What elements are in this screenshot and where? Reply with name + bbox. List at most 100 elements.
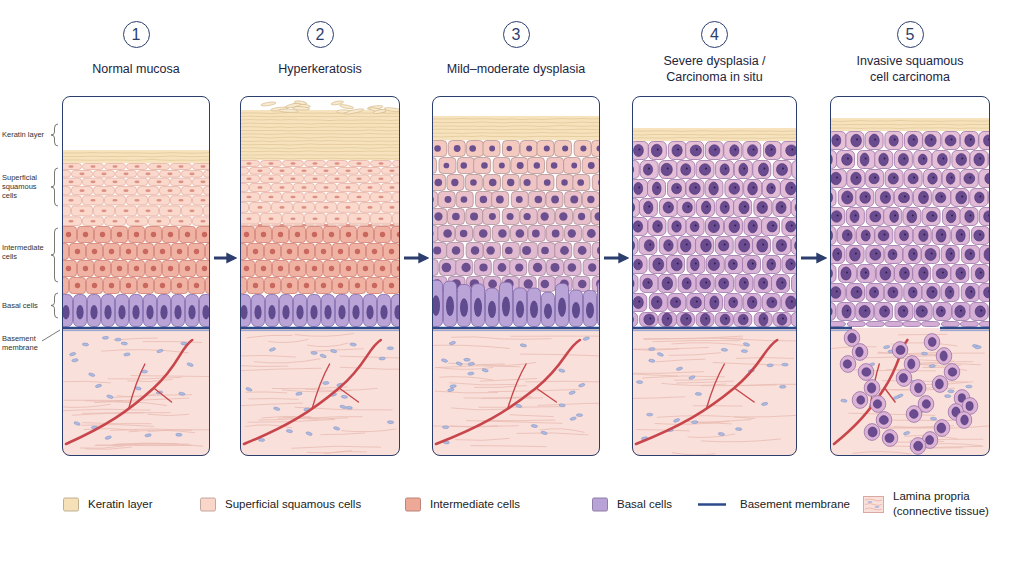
stromal-nucleus bbox=[695, 392, 702, 395]
nucleolus bbox=[744, 206, 746, 208]
collagen-fiber bbox=[62, 409, 151, 411]
atypical-cell bbox=[904, 132, 922, 150]
dysplastic-cell bbox=[582, 158, 599, 174]
stromal-nucleus bbox=[735, 427, 742, 430]
cell-nucleus bbox=[123, 173, 128, 176]
collagen-fiber bbox=[691, 420, 751, 423]
invasive-cell bbox=[910, 380, 926, 397]
atypical-nucleus bbox=[544, 179, 551, 186]
dysplastic-cell bbox=[583, 260, 600, 276]
atypical-nucleus bbox=[663, 202, 673, 213]
cell-nucleus bbox=[378, 196, 383, 199]
basal-nucleus bbox=[530, 301, 538, 318]
intermediate-cell bbox=[290, 227, 306, 243]
superficial-cell bbox=[294, 168, 315, 175]
superficial-cell bbox=[393, 213, 401, 224]
atypical-nucleus bbox=[907, 210, 917, 223]
atypical-cell bbox=[773, 161, 791, 179]
cell-nucleus bbox=[134, 181, 139, 184]
atypical-nucleus bbox=[739, 201, 749, 214]
cell-nucleus bbox=[160, 249, 165, 254]
callout-number: 4 bbox=[701, 21, 728, 48]
nucleolus bbox=[941, 196, 943, 198]
stromal-nucleus bbox=[176, 433, 182, 436]
atypical-nucleus bbox=[499, 163, 505, 169]
atypical-cell bbox=[772, 275, 790, 293]
flow-arrow bbox=[214, 257, 234, 260]
layer-label: Keratin layer bbox=[2, 130, 49, 139]
atypical-nucleus bbox=[568, 229, 576, 237]
superficial-cell bbox=[382, 202, 401, 212]
nucleolus bbox=[649, 318, 651, 320]
keratin-lamella bbox=[240, 150, 400, 152]
atypical-nucleus bbox=[888, 249, 897, 259]
panel-heading: 1Normal mucosa bbox=[51, 21, 221, 86]
atypical-nucleus bbox=[479, 263, 487, 271]
atypical-nucleus bbox=[889, 135, 898, 146]
superficial-cell bbox=[360, 168, 381, 175]
atypical-nucleus bbox=[653, 258, 664, 271]
intermediate-cell bbox=[163, 227, 179, 243]
atypical-nucleus bbox=[841, 267, 851, 280]
stromal-nucleus bbox=[576, 414, 582, 417]
atypical-nucleus bbox=[739, 277, 748, 289]
intermediate-cell bbox=[138, 244, 154, 260]
cell-nucleus bbox=[200, 181, 205, 184]
nucleolus bbox=[677, 149, 679, 151]
cell-nucleus bbox=[151, 232, 156, 237]
basal-cell bbox=[200, 295, 211, 327]
nucleolus bbox=[856, 139, 858, 141]
atypical-nucleus bbox=[946, 173, 955, 185]
collagen-fiber bbox=[464, 397, 543, 398]
basal-nucleus bbox=[338, 305, 345, 320]
invasive-cell bbox=[882, 430, 898, 447]
atypical-cell bbox=[830, 132, 846, 150]
cell-nucleus bbox=[68, 220, 73, 223]
basal-cell bbox=[472, 284, 485, 327]
nucleolus bbox=[676, 301, 678, 303]
nucleolus bbox=[837, 253, 839, 255]
atypical-nucleus bbox=[908, 359, 915, 369]
intermediate-cell bbox=[273, 227, 289, 243]
basement-membrane bbox=[632, 327, 797, 329]
atypical-cell bbox=[658, 313, 676, 327]
stromal-nucleus bbox=[646, 413, 652, 416]
superficial-cell bbox=[305, 161, 326, 167]
dysplastic-cell bbox=[492, 226, 509, 242]
atypical-nucleus bbox=[738, 314, 748, 325]
atypical-nucleus bbox=[562, 145, 568, 151]
basement-membrane-edge bbox=[432, 330, 600, 331]
cell-nucleus bbox=[304, 249, 309, 254]
basal-cell bbox=[542, 292, 555, 326]
panel-heading: 5Invasive squamous cell carcinoma bbox=[851, 21, 969, 86]
atypical-nucleus bbox=[831, 287, 841, 299]
basal-cell bbox=[432, 280, 443, 326]
cell-nucleus bbox=[92, 283, 97, 288]
atypical-nucleus bbox=[633, 221, 643, 232]
atypical-nucleus bbox=[919, 229, 928, 241]
atypical-nucleus bbox=[551, 162, 558, 169]
cell-nucleus bbox=[145, 210, 150, 213]
atypical-cell bbox=[885, 246, 903, 264]
stromal-nucleus bbox=[868, 501, 873, 503]
atypical-nucleus bbox=[908, 135, 918, 147]
atypical-cell bbox=[686, 142, 704, 160]
atypical-nucleus bbox=[515, 263, 523, 271]
atypical-cell bbox=[933, 265, 951, 283]
superficial-cell bbox=[171, 217, 192, 226]
atypical-nucleus bbox=[861, 230, 870, 241]
keratin-lamella bbox=[240, 133, 400, 135]
intermediate-cell bbox=[155, 278, 171, 294]
stage-panel: 2Hyperkeratosis bbox=[240, 96, 400, 456]
basal-nucleus bbox=[460, 298, 468, 317]
atypical-cell bbox=[914, 303, 932, 321]
atypical-nucleus bbox=[672, 183, 682, 194]
atypical-nucleus bbox=[909, 248, 918, 260]
legend-item: Basement membrane bbox=[697, 497, 850, 512]
keratin-lamella bbox=[432, 132, 600, 133]
dysplastic-cell bbox=[573, 175, 590, 191]
stromal-nucleus bbox=[311, 351, 318, 354]
atypical-nucleus bbox=[534, 162, 540, 168]
atypical-nucleus bbox=[541, 247, 549, 255]
nucleolus bbox=[961, 234, 963, 236]
